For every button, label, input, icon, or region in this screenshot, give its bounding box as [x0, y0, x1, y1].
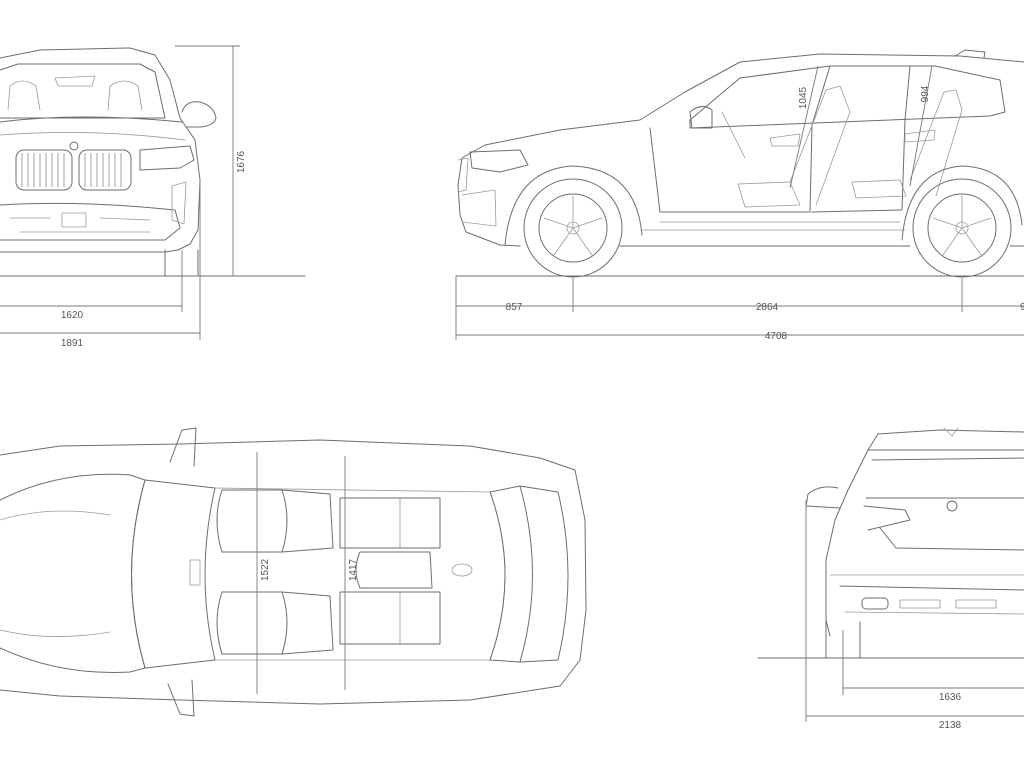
grille-bars [21, 153, 122, 187]
rear-wheel [912, 178, 1012, 278]
dimension-mirror-width: 2138 [939, 720, 962, 731]
dimension-wheelbase: 2864 [756, 302, 779, 313]
front-view: 1676 1620 1891 [0, 45, 306, 349]
side-view: 1045 994 857 2864 9 4708 [455, 49, 1024, 342]
dimension-length: 4708 [765, 331, 788, 342]
dimension-front-headroom: 1045 [798, 86, 809, 109]
dimension-rear-headroom: 994 [920, 85, 931, 102]
badge-icon [69, 141, 79, 151]
dimension-front-overhang: 857 [506, 302, 523, 313]
front-wheel [523, 178, 623, 278]
kidney-grille-right [78, 149, 132, 191]
rear-badge-icon [946, 500, 958, 512]
dimension-front-shoulder: 1522 [260, 558, 271, 581]
dimension-rear-overhang: 9 [1020, 302, 1024, 313]
dimension-rear-shoulder: 1417 [348, 558, 359, 581]
dimension-rear-track: 1636 [939, 692, 962, 703]
rear-view: 1636 2138 [757, 427, 1024, 731]
dimension-front-track: 1620 [61, 310, 84, 321]
top-view: 1522 1417 [0, 427, 587, 717]
dimension-front-width: 1891 [61, 338, 84, 349]
dimension-height: 1676 [236, 150, 247, 173]
